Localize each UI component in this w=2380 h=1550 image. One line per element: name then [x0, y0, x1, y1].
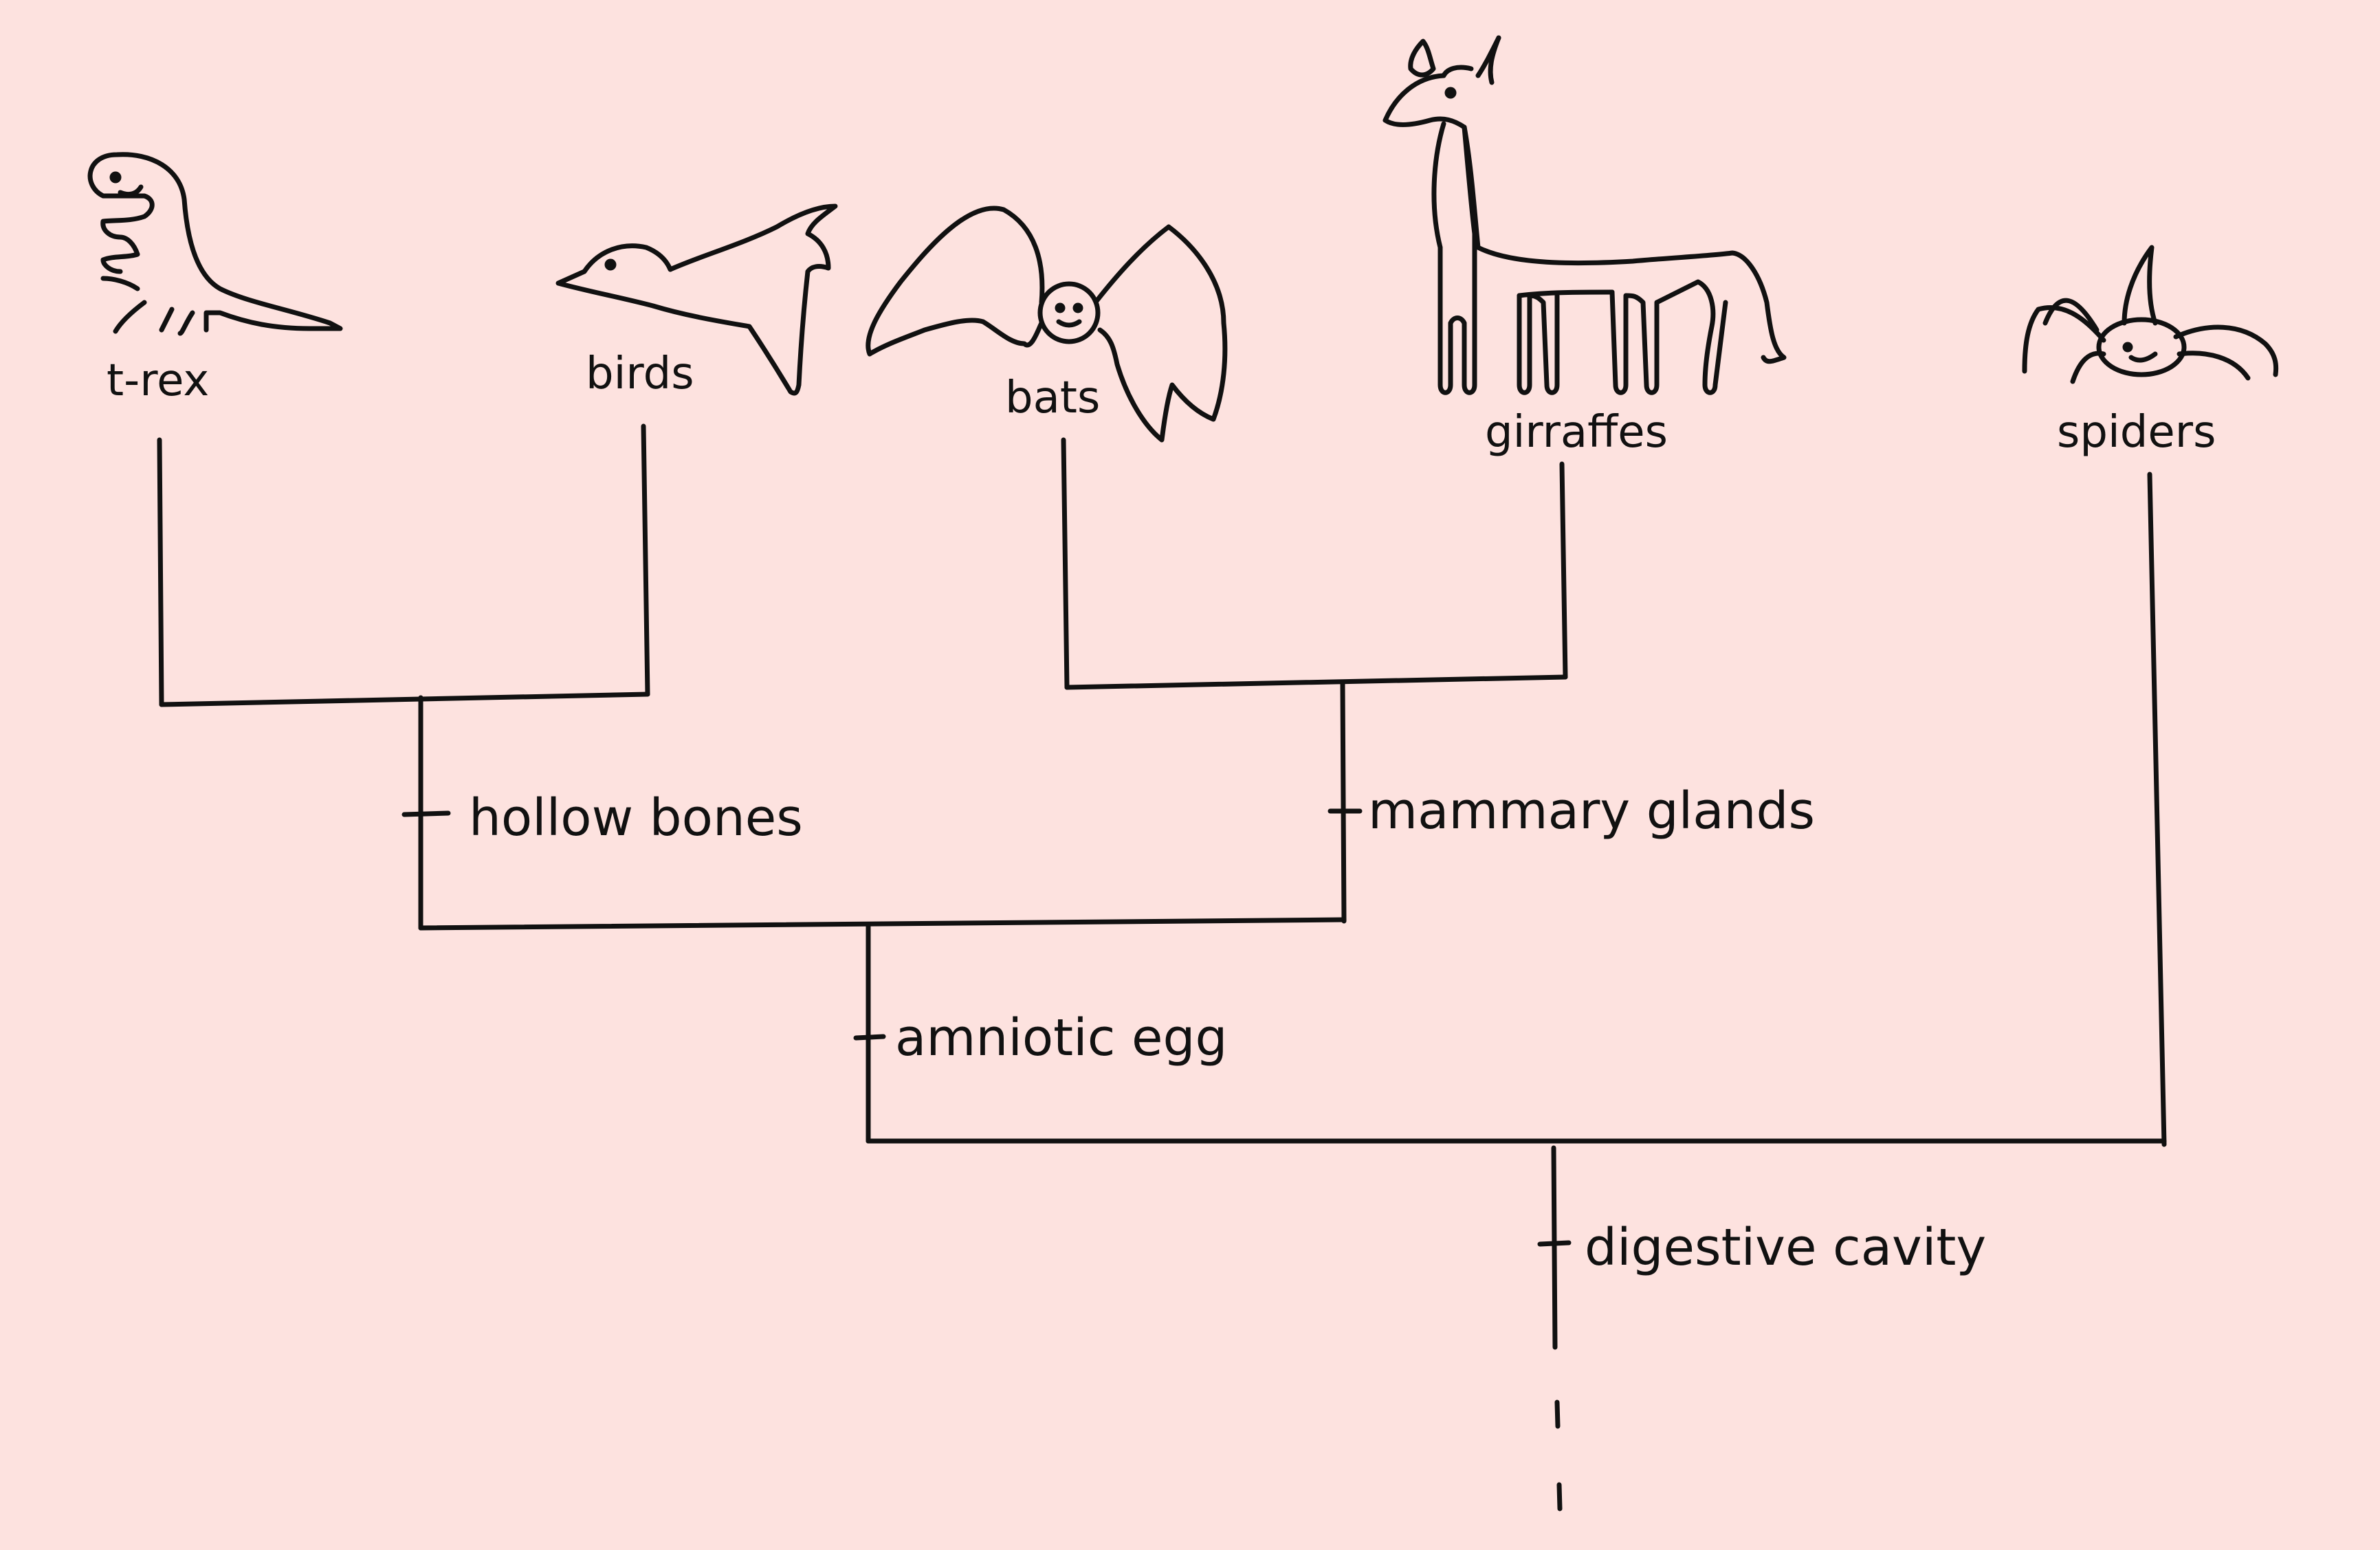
- label-mammary-glands: mammary glands: [1368, 782, 1815, 841]
- branch-giraffes: [1559, 461, 1568, 680]
- giraffe-icon: [1382, 35, 1787, 395]
- stem-digestive-cavity: [1551, 1145, 1558, 1350]
- label-spiders: spiders: [2057, 407, 2216, 458]
- label-amniotic-egg: amniotic egg: [895, 1008, 1227, 1067]
- branch-birds: [641, 423, 650, 697]
- join-trex-birds: [159, 691, 650, 707]
- bird-icon: [555, 203, 838, 396]
- stem-mammary-glands: [1340, 681, 1347, 924]
- join-bats-giraffes: [1064, 674, 1568, 690]
- bat-icon: [866, 206, 1228, 443]
- label-trex: t-rex: [107, 355, 209, 406]
- label-birds: birds: [586, 348, 694, 399]
- branch-bats: [1061, 437, 1070, 690]
- branch-trex: [157, 437, 164, 707]
- branch-spiders: [2147, 472, 2167, 1147]
- join-amniotes: [418, 917, 1347, 931]
- tick-hollow-bones: [401, 810, 451, 817]
- root-dash-2: [1556, 1482, 1563, 1512]
- label-bats: bats: [1005, 373, 1100, 423]
- label-hollow-bones: hollow bones: [469, 788, 803, 848]
- tree-branches: [157, 423, 2167, 1512]
- root-dash-1: [1554, 1399, 1561, 1429]
- tick-amniotic-egg: [853, 1034, 886, 1041]
- spider-icon: [2022, 245, 2279, 384]
- tick-digestive-cavity: [1537, 1240, 1572, 1247]
- label-digestive-cavity: digestive cavity: [1585, 1218, 1986, 1277]
- label-giraffes: girraffes: [1485, 407, 1668, 458]
- t-rex-icon: [87, 152, 343, 336]
